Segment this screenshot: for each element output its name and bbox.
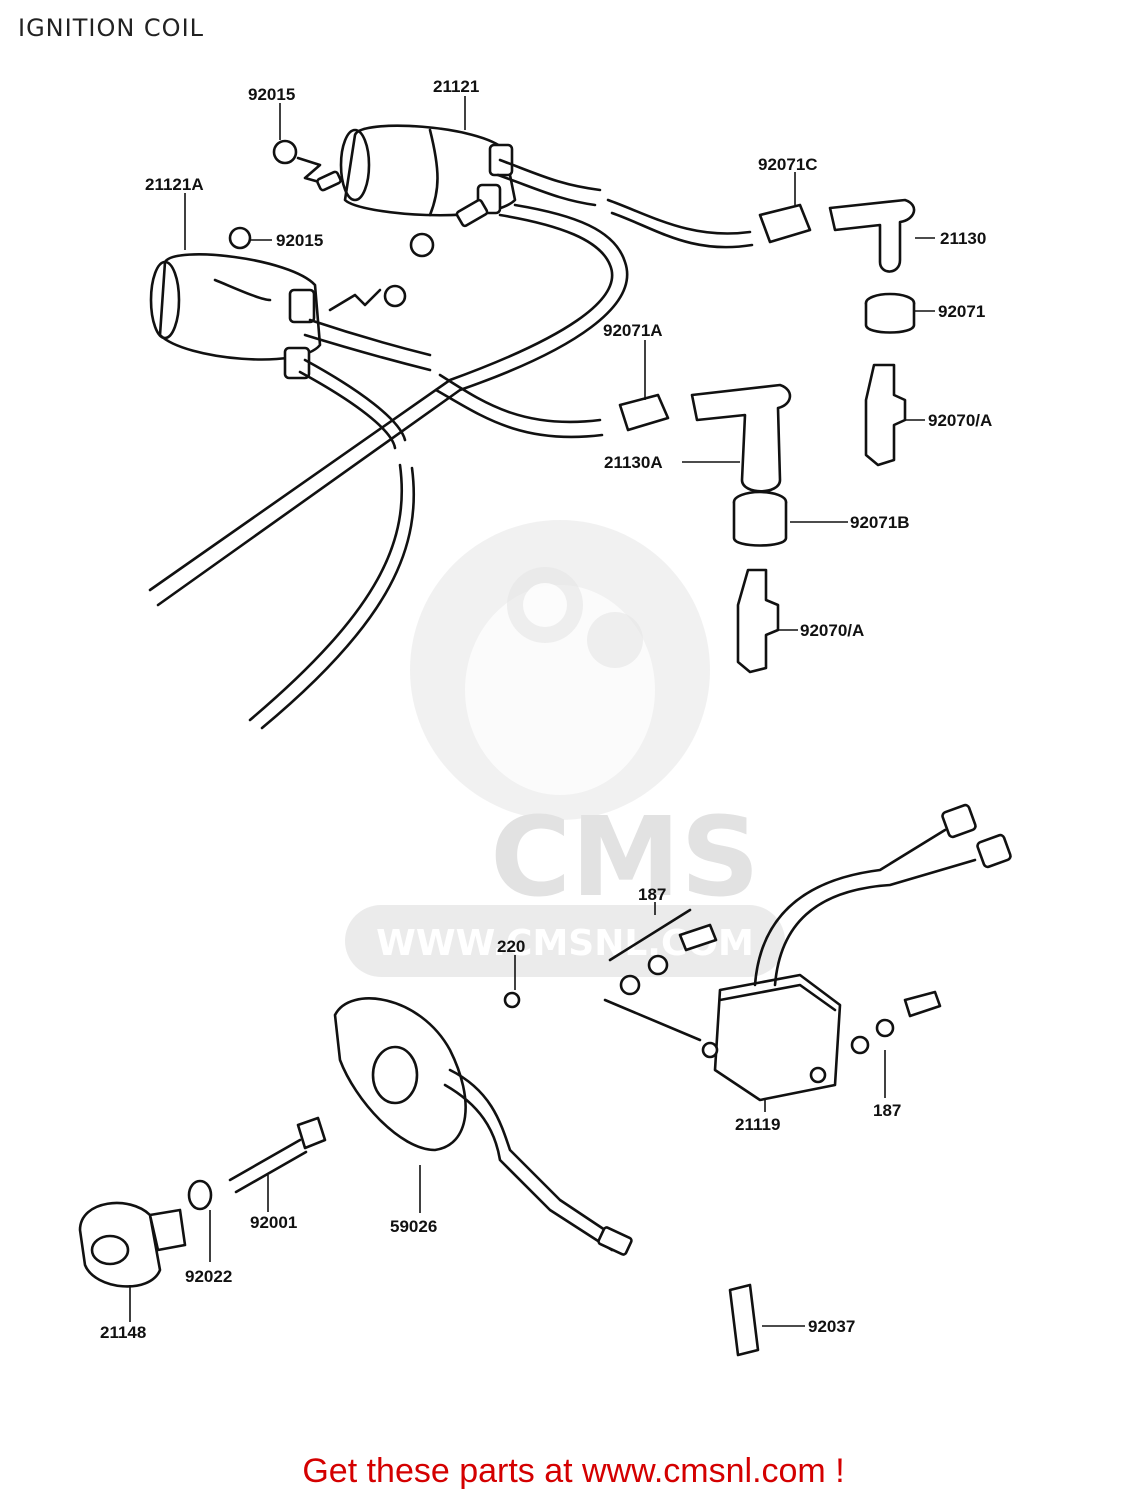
watermark-logo-text: CMS [490,793,759,921]
part-label-92015-mid: 92015 [276,231,323,250]
ht-leads [148,158,754,730]
ic-igniter [603,803,1012,1102]
page-title: IGNITION COIL [18,14,205,42]
part-label-92037: 92037 [808,1317,855,1336]
part-label-92071: 92071 [938,302,985,321]
part-label-92070A-bottom: 92070/A [800,621,864,640]
leader-lines [129,96,935,1327]
watermark-logo: CMS WWW.CMSNL.COM [345,520,785,977]
part-label-92001: 92001 [250,1213,297,1232]
part-labels: 92015 21121 21121A 92015 92071C 21130 92… [100,77,992,1342]
part-label-187-top: 187 [638,885,666,904]
part-label-92022: 92022 [185,1267,232,1286]
timing-advancer [78,1116,760,1357]
part-label-92071B: 92071B [850,513,910,532]
part-label-21148: 21148 [100,1323,146,1342]
parts-diagram: CMS WWW.CMSNL.COM [78,77,1012,1357]
part-label-220: 220 [497,937,525,956]
part-label-92071C: 92071C [758,155,818,174]
plug-cap-upper [758,198,916,467]
ignition-coil-lower [149,226,407,380]
pickup-coil [333,991,633,1256]
part-label-21121A: 21121A [145,175,204,194]
part-label-21119: 21119 [735,1115,780,1134]
part-label-21130: 21130 [940,229,986,248]
footer-link-text[interactable]: Get these parts at www.cmsnl.com ! [302,1452,845,1490]
part-label-92015-top: 92015 [248,85,295,104]
ignition-coil-upper [272,124,517,258]
part-label-92071A: 92071A [603,321,663,340]
part-label-187-right: 187 [873,1101,901,1120]
part-label-21121: 21121 [433,77,479,96]
part-label-21130A: 21130A [604,453,663,472]
plug-cap-lower [618,383,792,674]
part-label-59026: 59026 [390,1217,437,1236]
part-label-92070A-top: 92070/A [928,411,992,430]
